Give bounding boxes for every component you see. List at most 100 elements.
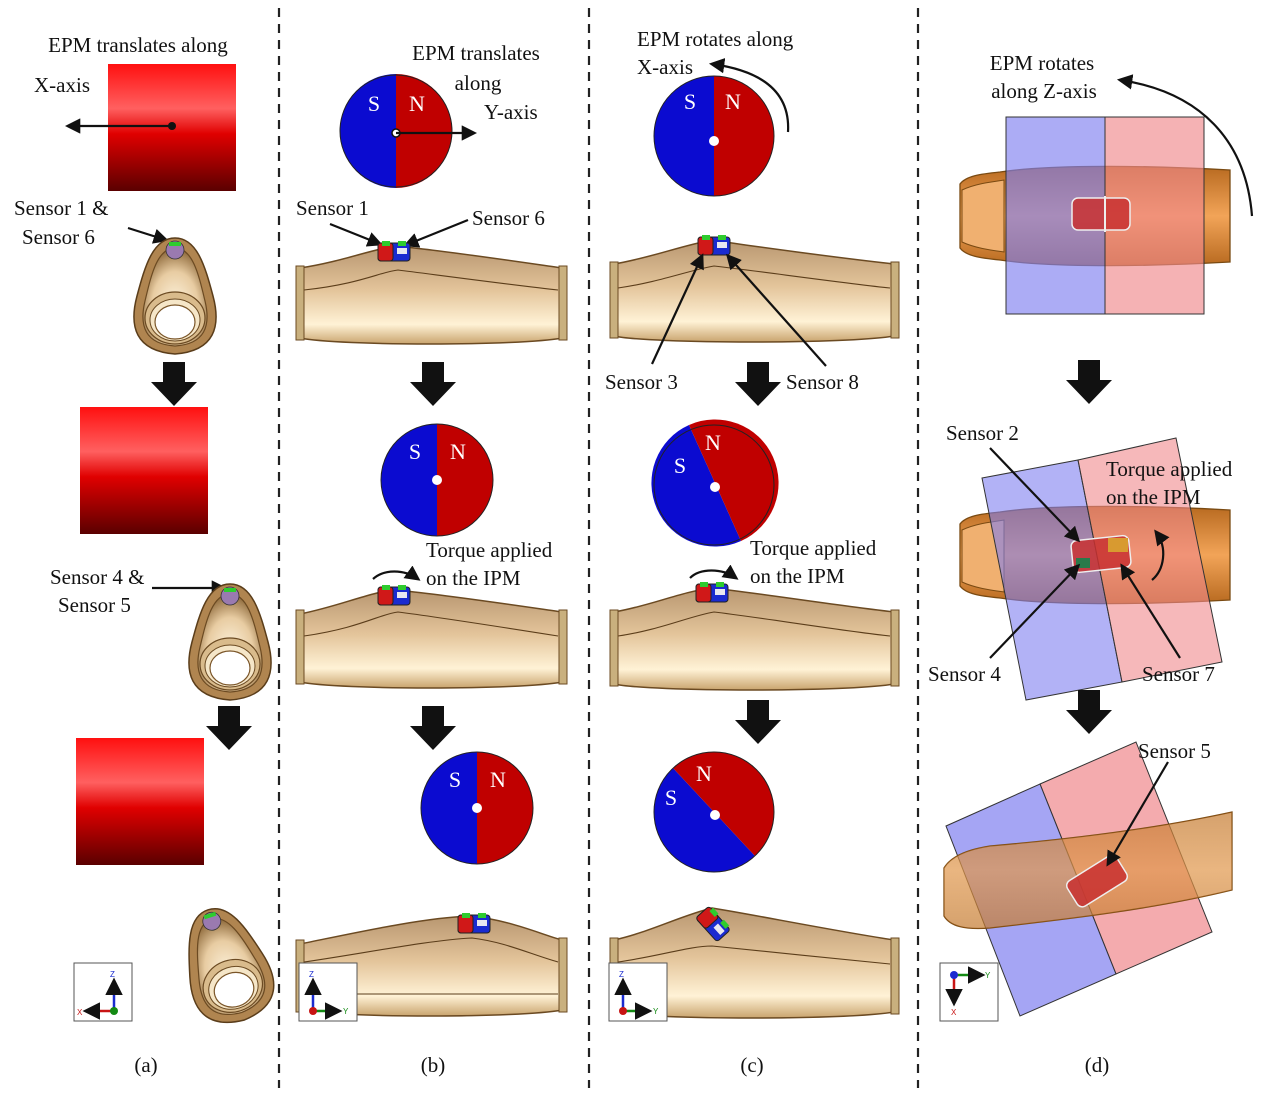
pole-n-b1: N [409, 91, 425, 116]
triad-a-up-label: Z [110, 970, 115, 979]
sensor-4-pointer-d [989, 563, 1081, 659]
triad-c-side-label: Y [653, 1007, 659, 1016]
epm-disc-c1: S N [653, 75, 775, 197]
sensor-1-label-b: Sensor 1 [296, 196, 369, 220]
sensor-5-pointer-d [1106, 761, 1169, 867]
sensor-6-label-b: Sensor 6 [472, 206, 545, 230]
tube-side-c2 [609, 581, 900, 691]
tube-end-view-a3 [168, 896, 284, 1034]
panel-d-title-line2: along Z-axis [991, 79, 1097, 103]
step-arrow-b2 [410, 706, 456, 750]
triad-b: Z Y [298, 962, 358, 1022]
panel-c-title: EPM rotates along [637, 27, 794, 51]
sensor-4-label-d: Sensor 4 [928, 662, 1001, 686]
panel-b-title-line1: EPM translates [412, 41, 540, 65]
torque-label-d-line1: Torque applied [1106, 457, 1233, 481]
caption-c: (c) [740, 1053, 763, 1077]
panel-a-title: EPM translates along [48, 33, 228, 57]
sensor-3-pointer [651, 253, 704, 365]
pole-s-b2: S [409, 439, 421, 464]
step-arrow-d1 [1066, 360, 1112, 404]
sensor-2-pointer [989, 447, 1081, 543]
torque-label-b-line2: on the IPM [426, 566, 521, 590]
triad-a-side-label: X [77, 1008, 83, 1017]
triad-b-side-label: Y [343, 1007, 349, 1016]
torque-label-c-line2: on the IPM [750, 564, 845, 588]
triad-a: Z X [73, 962, 133, 1022]
epm-disc-b1: S N [339, 74, 453, 188]
torque-label-b-line1: Torque applied [426, 538, 553, 562]
sensor-6-pointer-b [403, 218, 469, 248]
triad-d: X Y [939, 962, 999, 1022]
sensor-label-4-5-line1: Sensor 4 & [50, 565, 145, 589]
sensor-3-label: Sensor 3 [605, 370, 678, 394]
panel-c-axis-label: X-axis [637, 55, 693, 79]
pole-s-b3: S [449, 767, 461, 792]
panel-b-title-line2: along [455, 71, 502, 95]
step-arrow-a1 [151, 362, 197, 406]
sensor-7-pointer [1120, 563, 1181, 659]
step-arrow-b1 [410, 362, 456, 406]
sensor-1-pointer-b [329, 222, 383, 247]
epm-block-a2 [80, 407, 208, 534]
step-arrow-d2 [1066, 690, 1112, 734]
epm-disc-c3: S N [653, 751, 775, 873]
caption-b: (b) [421, 1053, 446, 1077]
sensor-label-1-6-line2: Sensor 6 [22, 225, 95, 249]
sensor-label-1-6-line1: Sensor 1 & [14, 196, 109, 220]
epm-disc-b2: S N [380, 423, 494, 537]
epm-block-a3 [76, 738, 204, 865]
triad-b-up-label: Z [309, 970, 314, 979]
top-view-d3 [943, 741, 1233, 1017]
pole-n-b3: N [490, 767, 506, 792]
torque-arrow-b [372, 565, 421, 581]
epm-disc-b3: S N [420, 751, 534, 865]
panel-b: EPM translates along Y-axis S N Sensor 1… [295, 41, 568, 1077]
tube-side-c1 [609, 234, 900, 343]
tube-end-view-a2 [188, 583, 272, 701]
tube-side-b2 [295, 584, 568, 689]
sensor-label-4-5-line2: Sensor 5 [58, 593, 131, 617]
sensor-5-label-d: Sensor 5 [1138, 739, 1211, 763]
pole-n-c1: N [725, 89, 741, 114]
sensor-8-pointer [725, 253, 827, 367]
pole-n-b2: N [450, 439, 466, 464]
triad-d-side-label: Y [985, 971, 991, 980]
caption-a: (a) [134, 1053, 157, 1077]
triad-c: Z Y [608, 962, 668, 1022]
sensor-1-6-pointer [127, 226, 169, 244]
sensor-2-label: Sensor 2 [946, 421, 1019, 445]
pole-s-b1: S [368, 91, 380, 116]
triad-d-down-label: X [951, 1008, 957, 1017]
panel-b-axis-label: Y-axis [484, 100, 538, 124]
rotation-arrow-c [708, 58, 790, 133]
rotation-arrow-d [1116, 74, 1254, 217]
sensor-8-label: Sensor 8 [786, 370, 859, 394]
torque-label-d-line2: on the IPM [1106, 485, 1201, 509]
torque-arrow-d [1151, 529, 1170, 581]
tube-end-view-a1 [133, 237, 217, 355]
top-view-d1 [959, 116, 1231, 315]
panel-d: EPM rotates along Z-axis Sensor 2 Torque… [928, 51, 1254, 1077]
sensor-7-label: Sensor 7 [1142, 662, 1215, 686]
pole-s-c2: S [674, 453, 686, 478]
tube-side-b1 [295, 240, 568, 345]
panel-c: EPM rotates along X-axis S N Sensor 3 Se… [605, 27, 900, 1077]
triad-c-up-label: Z [619, 970, 624, 979]
panel-d-title-line1: EPM rotates [990, 51, 1094, 75]
step-arrow-c2 [735, 700, 781, 744]
torque-label-c-line1: Torque applied [750, 536, 877, 560]
pole-n-c2: N [705, 430, 721, 455]
panel-a: EPM translates along X-axis Sensor 1 & S… [14, 33, 284, 1077]
step-arrow-a2 [206, 706, 252, 750]
step-arrow-c1 [735, 362, 781, 406]
pole-s-c1: S [684, 89, 696, 114]
caption-d: (d) [1085, 1053, 1110, 1077]
pole-n-c3: N [696, 761, 712, 786]
epm-center-dot [168, 122, 176, 130]
panel-a-axis-label: X-axis [34, 73, 90, 97]
pole-s-c3: S [665, 785, 677, 810]
epm-disc-c2: S N [651, 419, 779, 547]
torque-arrow-c [689, 564, 739, 580]
